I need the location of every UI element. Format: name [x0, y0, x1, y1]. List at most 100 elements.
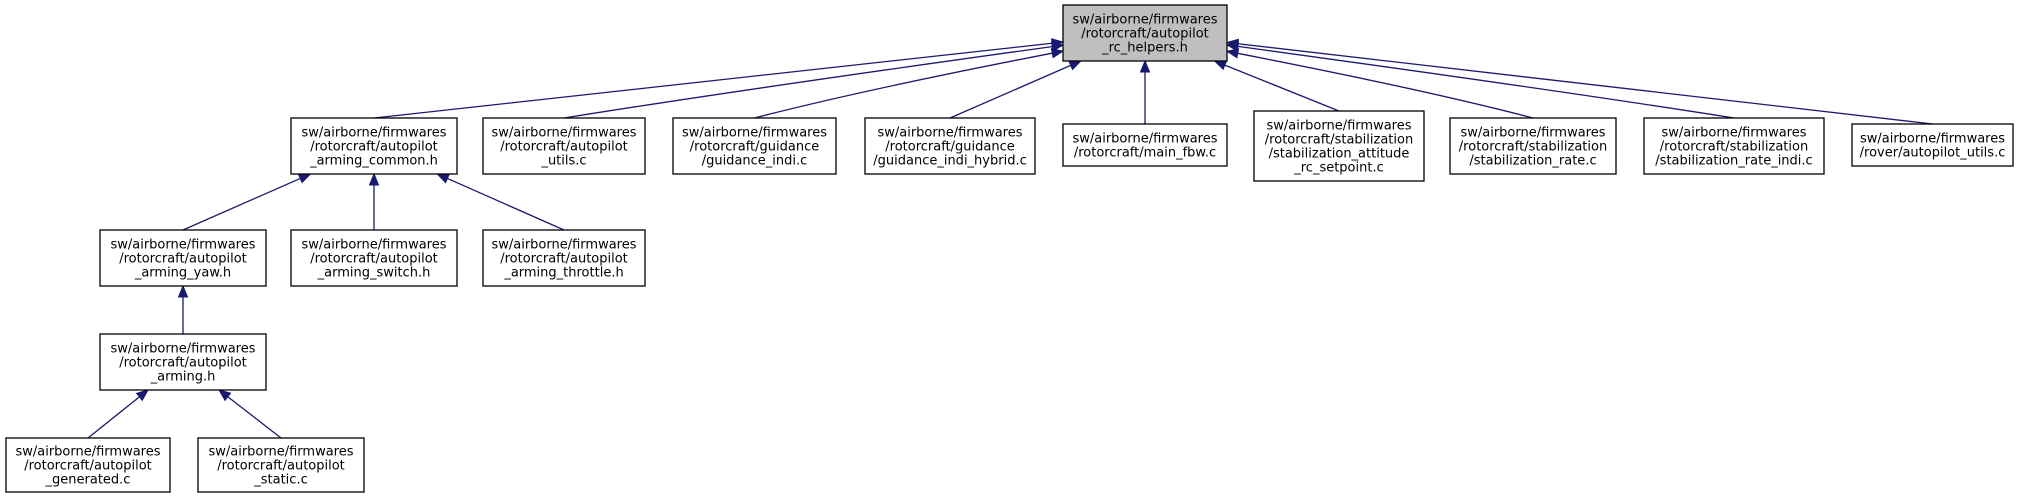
node-label-line: sw/airborne/firmwares	[491, 126, 636, 141]
edge-arrowhead	[1225, 38, 1240, 50]
edge-arming-to-arming-yaw	[177, 284, 189, 334]
node-label-line: sw/airborne/firmwares	[208, 445, 353, 460]
node-stab-rate[interactable]: sw/airborne/firmwares/rotorcraft/stabili…	[1449, 117, 1617, 175]
edge-arrowhead	[135, 389, 150, 402]
node-label-line: /rotorcraft/stabilization	[1459, 140, 1607, 155]
node-label-line: /rotorcraft/stabilization	[1660, 140, 1808, 155]
edge-arrowhead	[1050, 48, 1065, 59]
node-guidance-indi-hybrid[interactable]: sw/airborne/firmwares/rotorcraft/guidanc…	[864, 117, 1036, 175]
node-label-line: _generated.c	[45, 473, 131, 488]
node-label-line: sw/airborne/firmwares	[15, 445, 160, 460]
node-label-line: /rover/autopilot_utils.c	[1860, 146, 2006, 161]
node-autopilot-generated[interactable]: sw/airborne/firmwares/rotorcraft/autopil…	[5, 437, 171, 493]
node-arming-throttle[interactable]: sw/airborne/firmwares/rotorcraft/autopil…	[482, 229, 646, 287]
node-arming[interactable]: sw/airborne/firmwares/rotorcraft/autopil…	[99, 333, 267, 391]
edge-arrowhead	[1050, 41, 1065, 52]
node-label-line: /rotorcraft/autopilot	[24, 459, 152, 474]
node-box	[1253, 110, 1425, 182]
node-label-line: /rotorcraft/main_fbw.c	[1074, 146, 1216, 161]
edge-stab-att-rc-setpoint-to-rc-helpers	[1213, 60, 1340, 112]
edge-line	[182, 177, 301, 231]
edge-arming-switch-to-arming-common	[368, 172, 380, 230]
node-label-line: _arming_switch.h	[317, 266, 431, 281]
node-box	[482, 117, 646, 175]
node-box	[482, 229, 646, 287]
node-box	[290, 117, 458, 175]
edge-arming-throttle-to-arming-common	[436, 173, 565, 231]
node-label-line: /rotorcraft/autopilot	[310, 252, 438, 267]
node-label-line: _arming_yaw.h	[134, 266, 231, 281]
edge-arming-yaw-to-arming-common	[182, 173, 312, 231]
node-arming-switch[interactable]: sw/airborne/firmwares/rotorcraft/autopil…	[290, 229, 458, 287]
edge-line	[1237, 45, 1735, 119]
edge-arrowhead	[1225, 48, 1240, 59]
node-label-line: /rotorcraft/autopilot	[500, 140, 628, 155]
node-label-line: /stabilization_rate.c	[1469, 154, 1596, 169]
node-label-line: /rotorcraft/autopilot	[500, 252, 628, 267]
node-box	[1449, 117, 1617, 175]
edges-layer	[87, 38, 1933, 439]
node-label-line: _arming_common.h	[309, 154, 438, 169]
node-label-line: /stabilization_rate_indi.c	[1655, 154, 1812, 169]
node-label-line: sw/airborne/firmwares	[1072, 132, 1217, 147]
node-label-line: /guidance_indi.c	[702, 154, 808, 169]
node-box	[1062, 123, 1228, 167]
node-label-line: sw/airborne/firmwares	[110, 238, 255, 253]
edge-stab-rate-indi-to-rc-helpers	[1225, 41, 1735, 119]
node-label-line: sw/airborne/firmwares	[1266, 119, 1411, 134]
edge-line	[227, 396, 282, 439]
edge-arrowhead	[218, 389, 232, 402]
edge-arrowhead	[177, 284, 189, 298]
node-box	[5, 437, 171, 493]
node-guidance-indi[interactable]: sw/airborne/firmwares/rotorcraft/guidanc…	[672, 117, 837, 175]
node-arming-common[interactable]: sw/airborne/firmwares/rotorcraft/autopil…	[290, 117, 458, 175]
node-label-line: _rc_helpers.h	[1101, 41, 1188, 56]
node-label-line: sw/airborne/firmwares	[1072, 13, 1217, 28]
edge-rover-utils-to-rc-helpers	[1225, 38, 1933, 125]
node-box	[99, 229, 267, 287]
edge-line	[563, 45, 1053, 119]
node-label-line: /rotorcraft/autopilot	[310, 140, 438, 155]
node-label-line: /rotorcraft/guidance	[690, 140, 820, 155]
node-stab-rate-indi[interactable]: sw/airborne/firmwares/rotorcraft/stabili…	[1643, 117, 1825, 175]
edge-autopilot-static-to-arming	[218, 389, 282, 439]
node-main-fbw[interactable]: sw/airborne/firmwares/rotorcraft/main_fb…	[1062, 123, 1228, 167]
node-label-line: _arming_throttle.h	[503, 266, 623, 281]
node-arming-yaw[interactable]: sw/airborne/firmwares/rotorcraft/autopil…	[99, 229, 267, 287]
edge-main-fbw-to-rc-helpers	[1139, 59, 1151, 124]
edge-line	[1237, 43, 1933, 125]
node-label-line: sw/airborne/firmwares	[1661, 126, 1806, 141]
node-stab-att-rc-setpoint[interactable]: sw/airborne/firmwares/rotorcraft/stabili…	[1253, 110, 1425, 182]
node-box	[1851, 123, 2014, 167]
node-box	[864, 117, 1036, 175]
edge-line	[1237, 52, 1534, 119]
edge-autopilot-generated-to-arming	[87, 389, 150, 439]
edge-line	[447, 177, 565, 231]
node-box	[290, 229, 458, 287]
node-label-line: sw/airborne/firmwares	[877, 126, 1022, 141]
node-rc-helpers[interactable]: sw/airborne/firmwares/rotorcraft/autopil…	[1062, 4, 1228, 62]
node-autopilot-static[interactable]: sw/airborne/firmwares/rotorcraft/autopil…	[197, 437, 365, 493]
edge-line	[949, 64, 1071, 119]
edge-arrowhead	[368, 172, 380, 186]
node-box	[672, 117, 837, 175]
edge-arrowhead	[1139, 59, 1151, 73]
node-label-line: sw/airborne/firmwares	[301, 238, 446, 253]
edge-arrowhead	[436, 173, 450, 184]
node-label-line: _arming.h	[150, 370, 216, 385]
node-label-line: sw/airborne/firmwares	[1860, 132, 2005, 147]
node-label-line: _static.c	[253, 473, 307, 488]
node-label-line: _utils.c	[540, 154, 586, 169]
edge-arrowhead	[297, 173, 312, 184]
node-label-line: _rc_setpoint.c	[1293, 161, 1384, 176]
node-label-line: /rotorcraft/autopilot	[119, 252, 247, 267]
node-box	[99, 333, 267, 391]
node-label-line: /rotorcraft/stabilization	[1265, 133, 1413, 148]
node-label-line: sw/airborne/firmwares	[110, 342, 255, 357]
edge-arming-common-to-rc-helpers	[373, 38, 1065, 119]
node-label-line: /rotorcraft/guidance	[885, 140, 1015, 155]
node-autopilot-utils-rc[interactable]: sw/airborne/firmwares/rotorcraft/autopil…	[482, 117, 646, 175]
node-rover-utils[interactable]: sw/airborne/firmwares/rover/autopilot_ut…	[1851, 123, 2014, 167]
edge-stab-rate-to-rc-helpers	[1225, 48, 1534, 119]
